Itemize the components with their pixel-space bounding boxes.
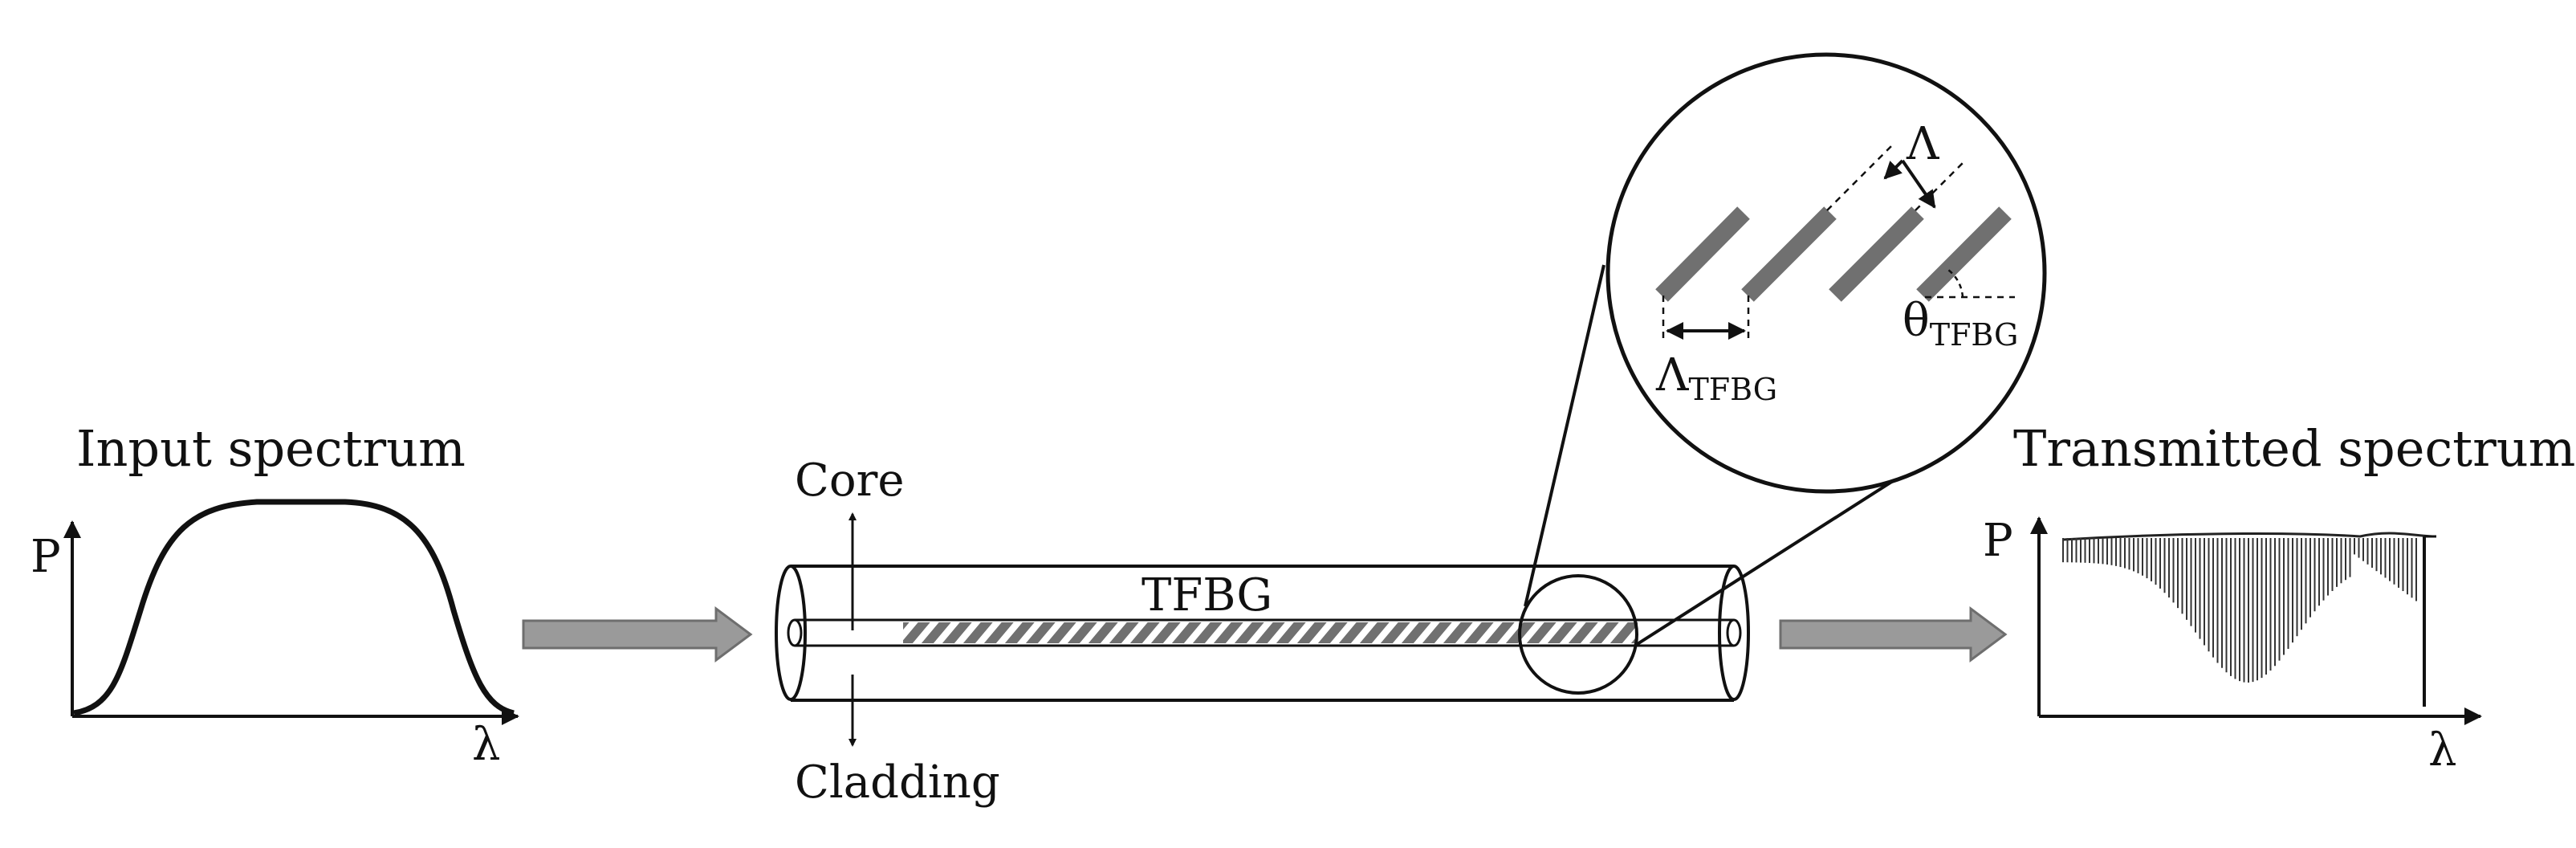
period-label: Λ [1906,118,1939,170]
tilt-angle-symbol: θ [1902,295,1930,347]
transmitted-spectrum-title: Transmitted spectrum [2013,419,2575,478]
core-left-end [787,618,803,647]
output-x-axis-label: λ [2428,724,2457,777]
input-spectrum-curve [73,499,515,716]
grating-plane-4 [1916,206,2012,302]
tilt-angle-arc [1947,269,1964,298]
output-y-axis-label: P [1983,515,2013,567]
input-x-axis-label: λ [472,719,501,771]
period-arrow-forward [1901,159,1936,209]
optical-fiber: TFBG Core Cladding [775,455,1750,809]
input-spectrum-title: Input spectrum [76,419,466,478]
tfbg-period-label: ΛTFBG [1655,349,1777,407]
input-to-fiber-arrow [522,606,753,662]
period-arrow-back [1883,159,1904,180]
zoom-connector-left [1524,264,1605,607]
grating-plane-2 [1741,206,1837,302]
tfbg-period-subscript: TFBG [1688,372,1777,407]
transmission-spectrum-comb [2062,532,2436,707]
core-right-end [1726,618,1742,647]
cladding-label: Cladding [795,756,1000,809]
transmission-envelope [2062,532,2433,541]
grating-plane-1 [1655,206,1750,302]
grating-plane-3 [1829,206,1924,302]
zoom-connector-right [1632,468,1912,648]
input-spectrum-panel: Input spectrum P λ [31,419,519,771]
tfbg-period-symbol: Λ [1655,349,1689,402]
core-label: Core [795,455,904,507]
tilt-angle-subscript: TFBG [1930,317,2019,353]
grating-zoom-inset: Λ ΛTFBG θTFBG [1605,52,2047,494]
cladding-right-end [1718,565,1750,701]
input-y-axis-label: P [31,531,61,583]
zoom-circle [1605,52,2047,494]
tilt-angle-label: θTFBG [1902,295,2018,353]
tfbg-label: TFBG [1141,569,1272,622]
transmitted-spectrum-panel: Transmitted spectrum P λ [1983,419,2575,777]
magnified-region-marker [1518,574,1638,695]
tfbg-grating [903,622,1638,643]
period-guide-1 [1826,142,1895,211]
fiber-to-output-arrow [1779,606,2008,662]
